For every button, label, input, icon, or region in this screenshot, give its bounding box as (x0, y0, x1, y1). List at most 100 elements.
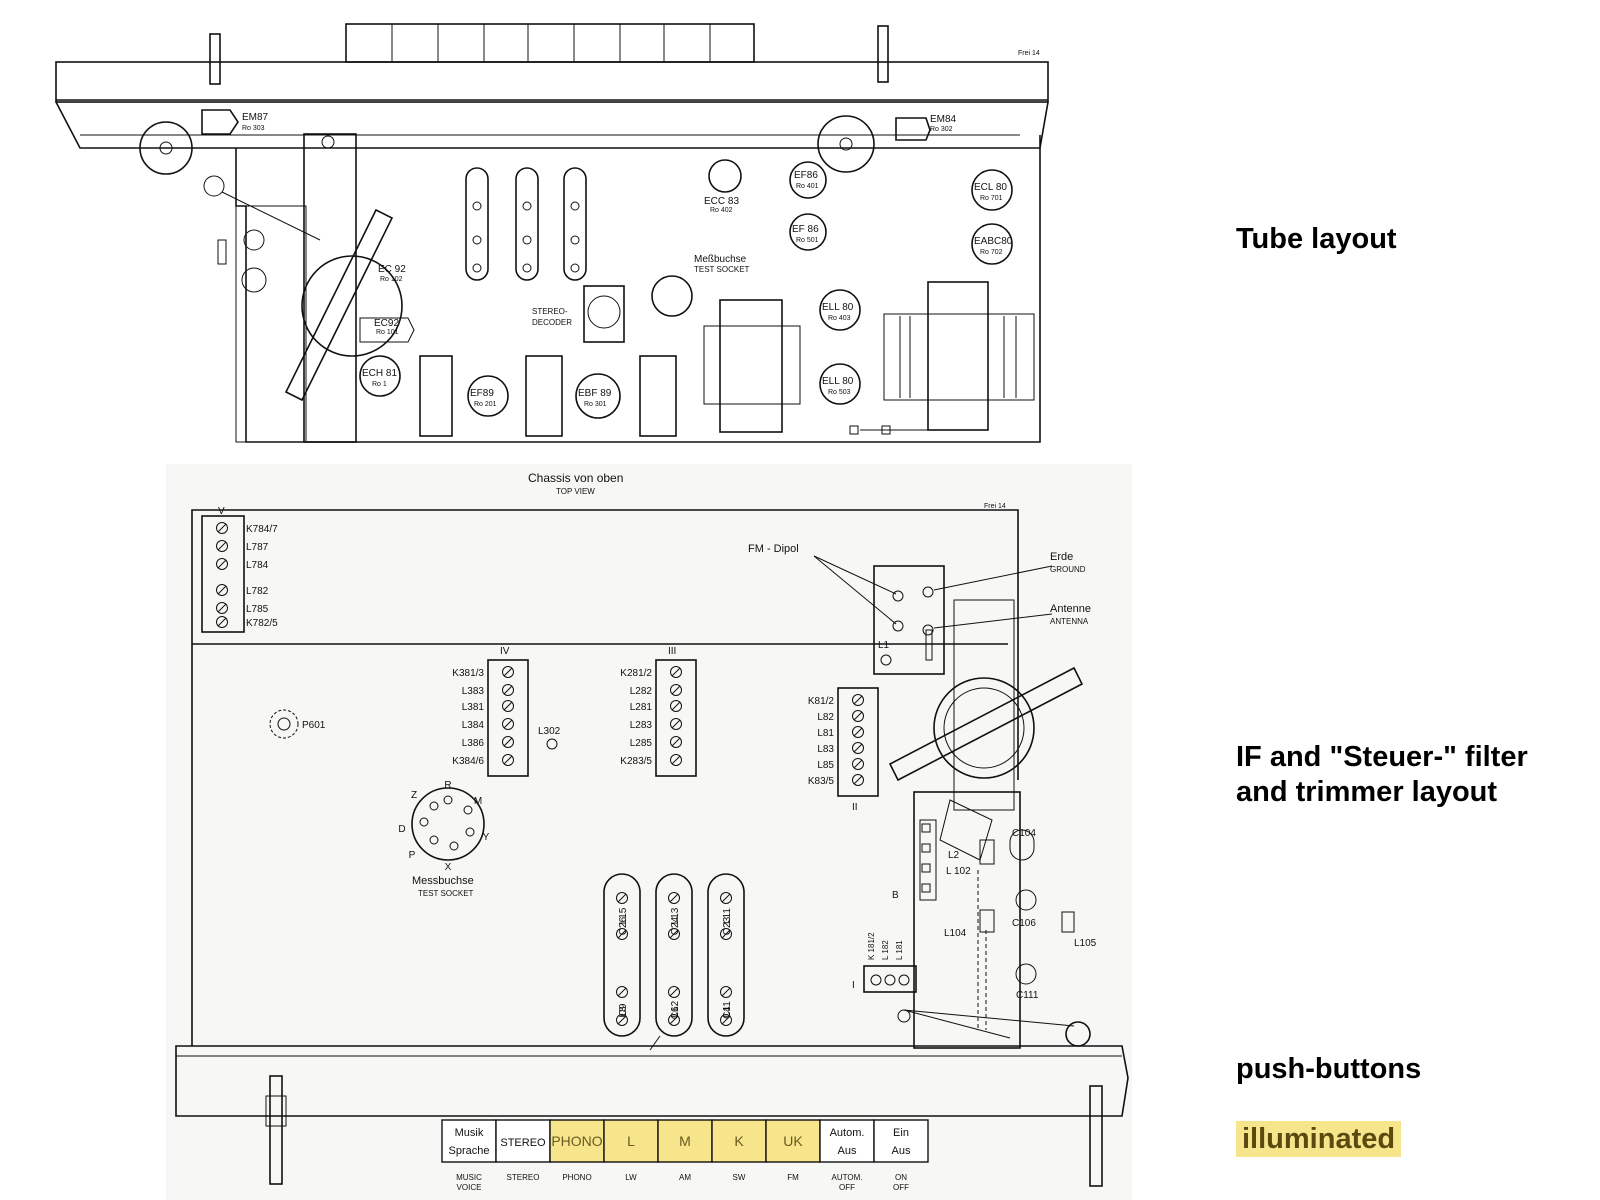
slot-middle (655, 873, 693, 1037)
push-button-label: Ein (893, 1127, 909, 1139)
tube-em84: EM84 (930, 114, 957, 125)
filter-group-ii (837, 687, 879, 797)
trimmer-screw (852, 758, 864, 770)
tube-ef89: EF89 (470, 388, 494, 399)
push-button[interactable] (657, 1119, 713, 1163)
socket-pin (429, 801, 439, 811)
test-socket-label: TEST SOCKET (418, 889, 474, 898)
tube-ecl80-ref: Ro 701 (980, 195, 1003, 202)
trimmer-screw (616, 986, 628, 998)
filter-label: L282 (630, 686, 653, 697)
coil-can-2 (525, 355, 563, 437)
push-button-label-2: Aus (838, 1145, 857, 1157)
socket-pin (449, 841, 459, 851)
socket-pin (419, 817, 429, 827)
c111-label: C111 (1016, 990, 1039, 1001)
trimmer-screw (502, 754, 514, 766)
bottom-corner-note: Frei 14 (984, 503, 1006, 510)
trimmer-screw (502, 684, 514, 696)
socket-pin (465, 827, 475, 837)
push-button[interactable] (603, 1119, 659, 1163)
push-button-label: UK (783, 1133, 803, 1149)
caption-tube-layout: Tube layout (1236, 223, 1397, 255)
tube-em87-ref: Ro 303 (242, 125, 265, 132)
tube-eabc80: EABC80 (974, 236, 1013, 247)
push-button[interactable] (765, 1119, 821, 1163)
bottom-title: Chassis von oben (528, 471, 623, 485)
push-button[interactable] (441, 1119, 497, 1163)
socket-pin-label: P (409, 850, 416, 861)
slot-label: L6 (670, 1006, 681, 1018)
tube-eabc80-ref: Ro 702 (980, 249, 1003, 256)
trimmer-screw (502, 700, 514, 712)
trimmer-screw (670, 718, 682, 730)
tube-ec92-2: EC92 (374, 318, 399, 329)
trimmer-screw (616, 1014, 628, 1026)
tube-ech81: ECH 81 (362, 368, 397, 379)
group-v-roman: V (218, 506, 225, 517)
trimmer-screw (670, 666, 682, 678)
tuning-capacitor (301, 255, 403, 357)
push-button[interactable] (873, 1119, 929, 1163)
push-button-label: Autom. (830, 1127, 865, 1139)
push-button-caption: ON (895, 1173, 907, 1182)
push-button-caption: SW (733, 1173, 746, 1182)
dial-pulley-right (817, 115, 875, 173)
trimmer-screw (852, 742, 864, 754)
tube-ecc83: ECC 83 (704, 196, 739, 207)
if-slot-2 (515, 167, 539, 281)
l104-label: L104 (944, 928, 967, 939)
p601-label: P601 (302, 720, 326, 731)
filter-label: K83/5 (808, 776, 835, 787)
filter-label: K384/6 (452, 756, 484, 767)
group-iii-roman: III (668, 646, 676, 657)
trimmer-screw (720, 928, 732, 940)
if-slot-3 (563, 167, 587, 281)
tube-ecl80: ECL 80 (974, 182, 1007, 193)
push-button-label-2: Sprache (449, 1145, 490, 1157)
filter-label: L85 (817, 760, 834, 771)
filter-label: L386 (462, 738, 485, 749)
trimmer-screw (852, 774, 864, 786)
tube-ec92: EC 92 (378, 264, 406, 275)
c104-label: C104 (1012, 828, 1036, 839)
push-button-caption: AM (679, 1173, 691, 1182)
filter-label: L81 (817, 728, 834, 739)
fm-antenna-board (873, 565, 945, 675)
antenna-label: ANTENNA (1050, 617, 1089, 626)
filter-label: L285 (630, 738, 653, 749)
test-socket-label-en: TEST SOCKET (694, 265, 750, 274)
front-panel-bar (175, 1045, 1129, 1117)
tube-ell80: ELL 80 (822, 302, 854, 313)
scan-background (166, 464, 1132, 1200)
slot-label: L8 (618, 1006, 629, 1018)
push-button[interactable] (495, 1119, 551, 1163)
filter-label: L383 (462, 686, 485, 697)
c106-label: C106 (1012, 918, 1036, 929)
socket-pin-label: X (445, 862, 452, 873)
filter-label: L782 (246, 586, 269, 597)
l102-label: L 102 (946, 866, 971, 877)
rf-tuner-block (913, 791, 1021, 1049)
erde-label: Erde (1050, 551, 1073, 563)
push-button-label: K (734, 1133, 744, 1149)
tube-ebf89: EBF 89 (578, 388, 612, 399)
push-button-caption-2: VOICE (457, 1183, 482, 1192)
trimmer-screw (668, 892, 680, 904)
push-button[interactable] (549, 1119, 605, 1163)
stereo-decoder-label-2: DECODER (532, 318, 572, 327)
filter-label: K283/5 (620, 756, 652, 767)
l104-coil (979, 909, 995, 933)
tube-ec92-ref: Ro 102 (380, 276, 403, 283)
push-button[interactable] (819, 1119, 875, 1163)
tube-ef86-2-ref: Ro 501 (796, 237, 819, 244)
group-ii-roman: II (852, 802, 858, 813)
trimmer-screw (670, 700, 682, 712)
push-button-label: PHONO (551, 1133, 602, 1149)
filter-label: K784/7 (246, 524, 278, 535)
slot-label: C23 (722, 916, 733, 935)
ferrite-rotator (933, 677, 1035, 779)
test-socket-top (651, 275, 693, 317)
push-button-label-2: Aus (892, 1145, 911, 1157)
